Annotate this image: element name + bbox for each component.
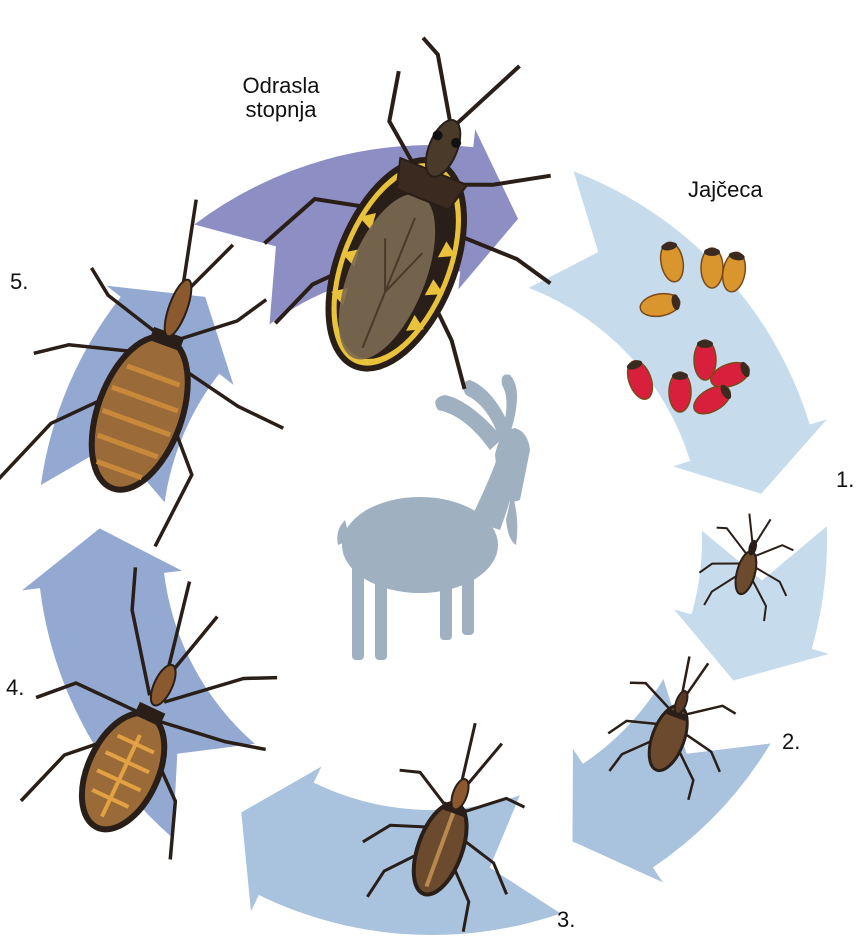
arrow-eggs <box>529 171 827 493</box>
ibex-silhouette-icon <box>337 374 530 660</box>
label-stage-1: 1. <box>836 468 854 492</box>
egg-orange <box>701 248 723 288</box>
arrow-stage-3 <box>241 766 560 935</box>
label-stage-3: 3. <box>557 908 575 932</box>
egg-red <box>669 372 691 412</box>
label-stage-2: 2. <box>782 730 800 754</box>
label-stage-4: 4. <box>6 676 24 700</box>
label-stage-5: 5. <box>10 270 28 294</box>
label-eggs: Jajčeca <box>688 178 763 202</box>
label-adult-stage: Odrasla stopnja <box>216 74 346 122</box>
